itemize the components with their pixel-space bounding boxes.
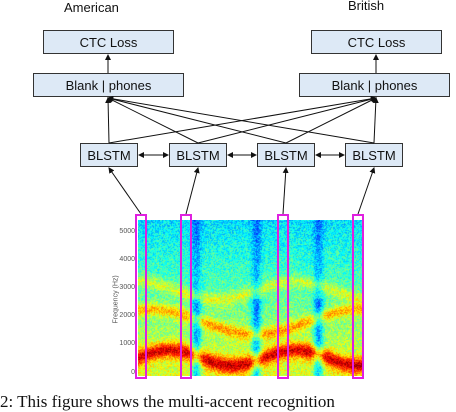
blstm-box-1: BLSTM [80, 143, 138, 167]
y-tick-4000: 4000 [119, 256, 135, 263]
edge-b1-left [105, 97, 112, 144]
fan-edges [105, 95, 379, 144]
edge-frame1-b1 [108, 167, 142, 215]
blstm-box-2: BLSTM [169, 143, 227, 167]
spectrogram [138, 220, 364, 376]
edge-b3-right [285, 97, 377, 144]
y-axis-title: Frequency (Hz) [112, 275, 120, 324]
edge-b2-left [107, 97, 199, 144]
edge-b1-right [108, 95, 377, 144]
blank-phones-box-right: Blank | phones [299, 73, 450, 97]
y-tick-0: 0 [131, 369, 135, 376]
spectrogram-image [138, 220, 364, 376]
y-tick-1000: 1000 [119, 340, 135, 347]
blstm-box-4: BLSTM [345, 143, 403, 167]
edge-b4-left [107, 95, 375, 144]
y-tick-3000: 3000 [119, 284, 135, 291]
figure-caption: 2: This figure shows the multi-accent re… [0, 392, 335, 411]
y-tick-2000: 2000 [119, 312, 135, 319]
edge-frame4-b4 [357, 167, 376, 215]
edge-b4-right [372, 97, 379, 144]
header-british: British [348, 0, 385, 13]
edge-b3-left [107, 96, 287, 144]
edge-frame3-b3 [282, 167, 289, 215]
edge-b2-right [197, 96, 377, 144]
ctc-loss-box-right: CTC Loss [311, 30, 442, 54]
blstm-box-3: BLSTM [257, 143, 315, 167]
edge-frame2-b2 [185, 167, 200, 215]
header-american: American [64, 0, 119, 15]
blank-phones-box-left: Blank | phones [33, 73, 184, 97]
y-tick-5000: 5000 [119, 228, 135, 235]
ctc-loss-box-left: CTC Loss [43, 30, 174, 54]
